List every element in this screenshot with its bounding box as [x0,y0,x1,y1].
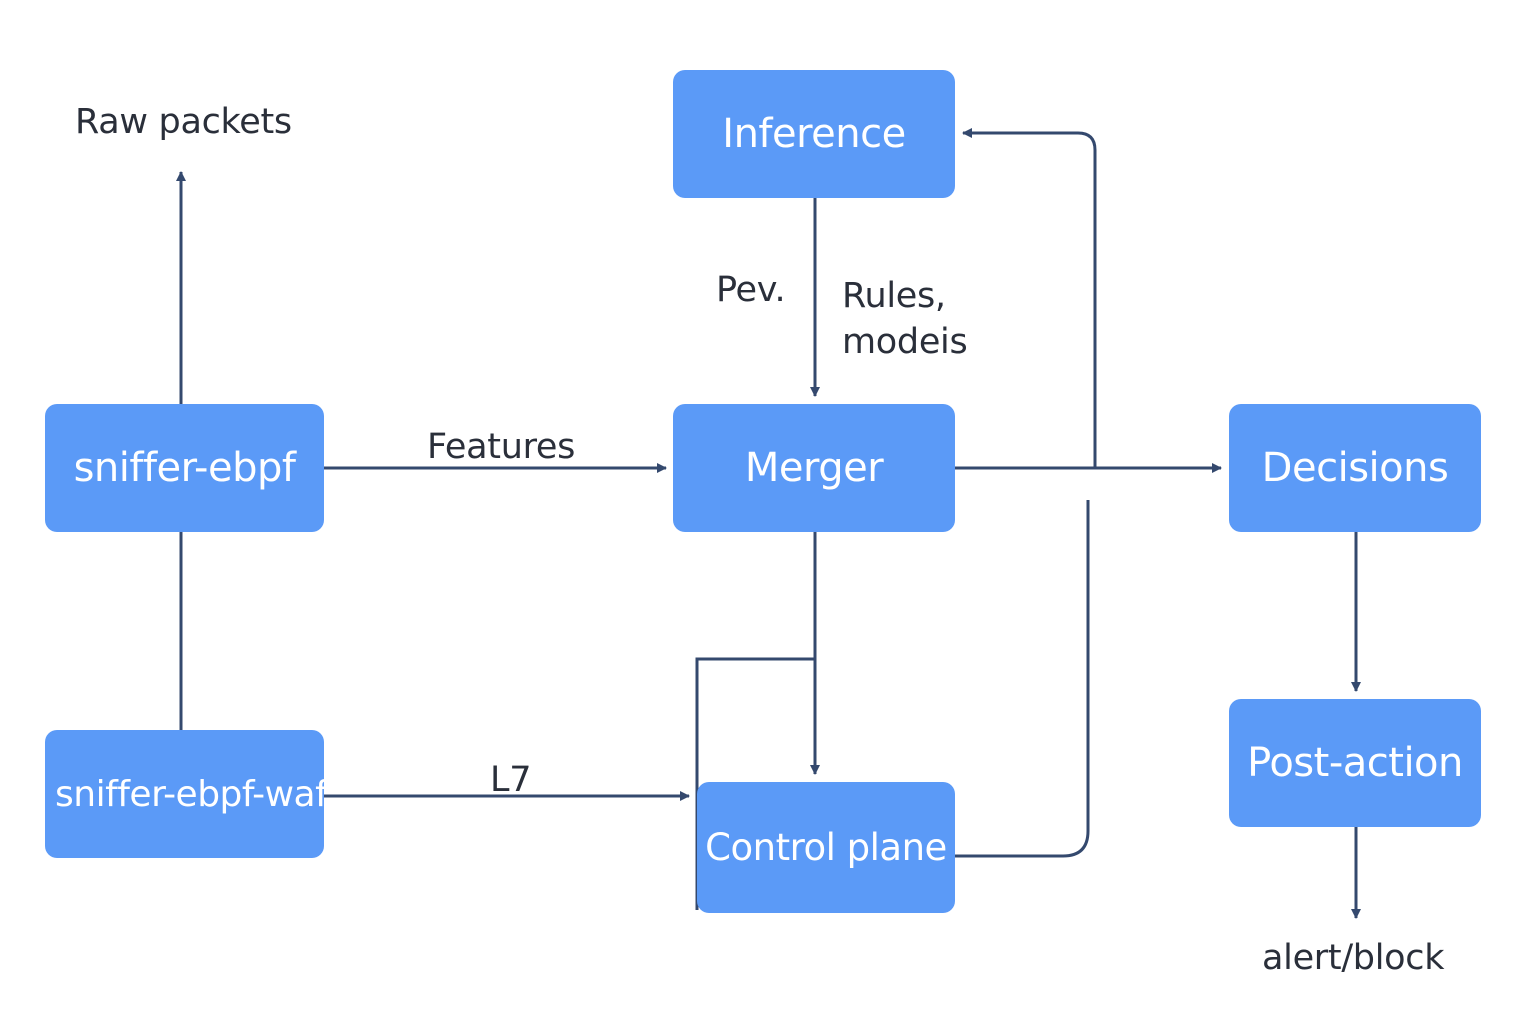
l7-label: L7 [490,760,532,800]
edge-control-plane-loop [955,500,1090,858]
control-plane-node: Control plane [697,782,955,913]
rules-models-label: Rules, modeis [842,276,968,362]
edge-feedback-to-inference [962,128,1097,468]
raw-packets-label: Raw packets [75,102,292,142]
inference-node: Inference [673,70,955,198]
inference-label: Inference [722,111,906,157]
post-action-label: Post-action [1247,740,1463,786]
features-label: Features [427,427,576,467]
merger-node: Merger [673,404,955,532]
merger-label: Merger [744,445,884,491]
control-plane-label: Control plane [705,826,947,869]
post-action-node: Post-action [1229,699,1481,827]
pev-label: Pev. [716,270,786,310]
sniffer-ebpf-label: sniffer-ebpf [73,445,296,491]
alert-block-label: alert/block [1262,938,1445,978]
sniffer-ebpf-waf-node: sniffer-ebpf-waf [45,730,328,858]
sniffer-ebpf-node: sniffer-ebpf [45,404,324,532]
decisions-label: Decisions [1261,445,1449,491]
sniffer-ebpf-waf-label: sniffer-ebpf-waf [55,773,328,815]
decisions-node: Decisions [1229,404,1481,532]
